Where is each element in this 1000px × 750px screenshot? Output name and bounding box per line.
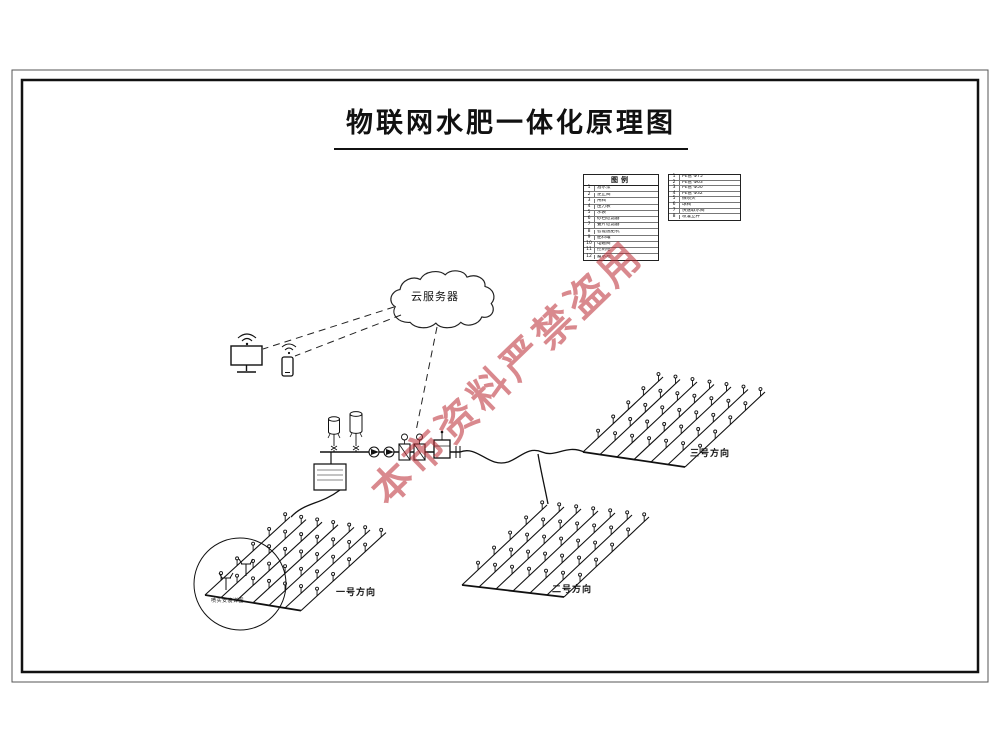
legend-item-name: PE管 Φ50 bbox=[682, 186, 703, 191]
pump-station bbox=[313, 411, 461, 491]
legend-item-name: 潜水泵 bbox=[597, 186, 611, 191]
legend-item-name: 电磁阀 bbox=[597, 242, 611, 247]
legend-row: 1 PE管 Φ75 bbox=[669, 175, 740, 181]
legend-row: 8 喷灌立杆 bbox=[669, 214, 740, 220]
legend-item-number: 8 bbox=[669, 214, 680, 220]
legend-row: 8 智能施肥机 bbox=[584, 229, 658, 236]
cloud-icon bbox=[390, 270, 495, 329]
detail-callout-label: 喷头安装详图 bbox=[211, 598, 245, 604]
legend-title: 图例 bbox=[584, 175, 658, 186]
legend-item-name: 微喷头 bbox=[682, 197, 696, 202]
legend-item-name: 控制柜 bbox=[597, 248, 611, 253]
pump-icon bbox=[368, 446, 395, 458]
legend-item-number: 6 bbox=[669, 202, 680, 208]
legend-item-number: 9 bbox=[584, 235, 595, 241]
legend-row: 12 蓄水池 bbox=[584, 254, 658, 260]
field-label-2: 二号方向 bbox=[552, 585, 593, 595]
sprinkler-detail-icon bbox=[218, 558, 254, 590]
legend-row: 7 快速取水阀 bbox=[669, 208, 740, 215]
legend-row: 3 闸阀 bbox=[584, 198, 658, 205]
legend-item-name: 肥料罐 bbox=[597, 235, 611, 240]
dashed-links bbox=[262, 306, 438, 432]
legend-item-name: 喷灌立杆 bbox=[682, 214, 700, 219]
legend-item-name: PE管 Φ63 bbox=[682, 180, 703, 185]
legend-row: 6 砂石过滤器 bbox=[584, 217, 658, 224]
legend-row: 7 叠片过滤器 bbox=[584, 223, 658, 230]
legend-item-name: 逆止阀 bbox=[597, 192, 611, 197]
legend-item-number: 7 bbox=[669, 208, 680, 214]
legend-item-number: 1 bbox=[584, 186, 595, 191]
irrigation-field-3 bbox=[582, 372, 766, 468]
wifi-icon-phone bbox=[281, 343, 297, 355]
legend-item-number: 10 bbox=[584, 242, 595, 247]
legend-item-number: 6 bbox=[584, 217, 595, 222]
legend-row: 5 水表 bbox=[584, 211, 658, 217]
fertilizer-tank-b bbox=[349, 411, 363, 452]
legend-item-name: 快速取水阀 bbox=[682, 208, 705, 213]
irrigation-field-2 bbox=[461, 500, 650, 598]
legend-table-pipes: 1 PE管 Φ75 2 PE管 Φ63 3 PE管 Φ50 4 PE管 Φ32 … bbox=[668, 174, 741, 221]
legend-item-name: PE管 Φ32 bbox=[682, 191, 703, 196]
field-label-1: 一号方向 bbox=[336, 588, 377, 598]
legend-item-number: 4 bbox=[584, 204, 595, 210]
legend-row: 11 控制柜 bbox=[584, 248, 658, 255]
legend-row: 9 肥料罐 bbox=[584, 235, 658, 242]
smartphone-icon bbox=[281, 356, 294, 377]
cloud-server-label: 云服务器 bbox=[411, 290, 459, 303]
legend-item-number: 2 bbox=[584, 192, 595, 198]
legend-item-number: 2 bbox=[669, 180, 680, 186]
border-frame bbox=[11, 69, 989, 683]
legend-item-number: 5 bbox=[584, 211, 595, 216]
legend-row: 4 PE管 Φ32 bbox=[669, 191, 740, 198]
legend-item-number: 12 bbox=[584, 254, 595, 260]
field-label-3: 三号方向 bbox=[690, 449, 731, 459]
legend-item-number: 11 bbox=[584, 248, 595, 253]
monitor-icon bbox=[230, 345, 263, 373]
supply-pipes bbox=[290, 448, 585, 518]
legend-row: 6 球阀 bbox=[669, 202, 740, 209]
legend-rows-pipes: 1 PE管 Φ75 2 PE管 Φ63 3 PE管 Φ50 4 PE管 Φ32 … bbox=[669, 175, 740, 220]
legend-item-number: 3 bbox=[584, 198, 595, 204]
legend-item-name: 球阀 bbox=[682, 203, 691, 208]
legend-item-name: 水表 bbox=[597, 211, 606, 216]
legend-item-number: 3 bbox=[669, 186, 680, 191]
wifi-icon-monitor bbox=[237, 333, 257, 346]
legend-item-number: 7 bbox=[584, 223, 595, 228]
legend-row: 3 PE管 Φ50 bbox=[669, 186, 740, 192]
legend-row: 2 逆止阀 bbox=[584, 192, 658, 199]
legend-item-number: 4 bbox=[669, 191, 680, 197]
legend-row: 1 潜水泵 bbox=[584, 186, 658, 193]
legend-item-number: 5 bbox=[669, 197, 680, 202]
legend-item-name: 压力表 bbox=[597, 204, 611, 209]
pressure-gauge-icon bbox=[401, 433, 423, 444]
legend-item-name: 叠片过滤器 bbox=[597, 223, 620, 228]
legend-item-name: 蓄水池 bbox=[597, 254, 611, 259]
legend-item-name: PE管 Φ75 bbox=[682, 175, 703, 180]
filter-icon bbox=[398, 443, 426, 461]
legend-rows-main: 1 潜水泵 2 逆止阀 3 闸阀 4 压力表 5 水表 6 砂石过滤器 7 叠片… bbox=[584, 186, 658, 260]
fertilizer-tank-a bbox=[327, 416, 341, 452]
legend-row: 2 PE管 Φ63 bbox=[669, 180, 740, 187]
legend-table-main: 图例 1 潜水泵 2 逆止阀 3 闸阀 4 压力表 5 水表 6 砂石过滤器 7… bbox=[583, 174, 659, 262]
legend-item-number: 1 bbox=[669, 175, 680, 180]
irrigation-field-1 bbox=[204, 512, 387, 612]
detail-callout-circle bbox=[193, 537, 287, 631]
legend-item-number: 8 bbox=[584, 229, 595, 235]
drawing-title: 物联网水肥一体化原理图 bbox=[334, 101, 688, 150]
legend-row: 10 电磁阀 bbox=[584, 242, 658, 248]
legend-row: 5 微喷头 bbox=[669, 197, 740, 203]
legend-item-name: 智能施肥机 bbox=[597, 229, 620, 234]
control-cabinet bbox=[433, 430, 451, 459]
legend-row: 4 压力表 bbox=[584, 204, 658, 211]
legend-item-name: 闸阀 bbox=[597, 198, 606, 203]
legend-item-name: 砂石过滤器 bbox=[597, 217, 620, 222]
water-tank bbox=[313, 452, 347, 491]
